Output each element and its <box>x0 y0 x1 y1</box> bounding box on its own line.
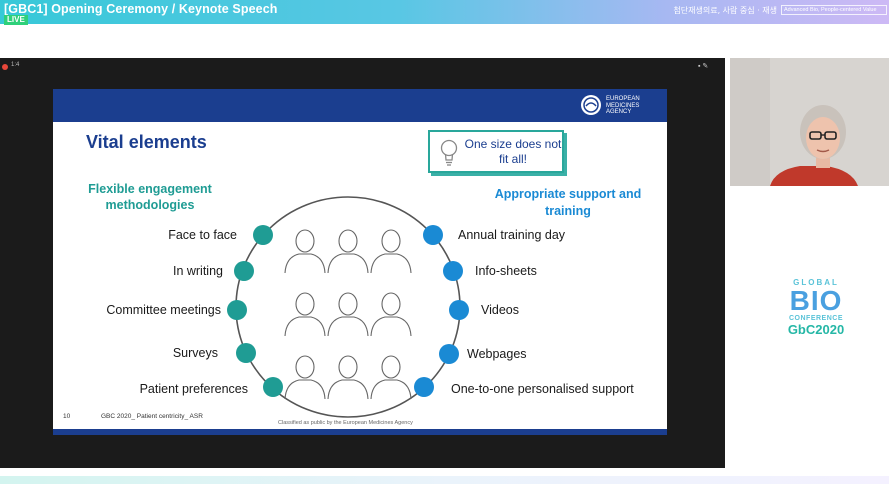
engagement-item-face-to-face: Face to face <box>168 228 237 242</box>
person-icon <box>284 292 326 337</box>
support-node <box>414 377 434 397</box>
logo-bio-text: BIO <box>789 285 843 316</box>
slide-page-number: 10 <box>63 413 71 420</box>
engagement-item-committee-meetings: Committee meetings <box>106 303 221 317</box>
person-icon <box>370 229 412 274</box>
support-node <box>439 344 459 364</box>
lightbulb-icon <box>440 139 458 166</box>
support-item-webpages: Webpages <box>467 347 527 361</box>
person-icon <box>327 355 369 400</box>
ema-logo-icon <box>581 95 601 115</box>
logo-conference-text: CONFERENCE <box>788 315 843 322</box>
support-node <box>423 225 443 245</box>
slide-footer-text: GBC 2020_ Patient centricity_ ASR <box>101 413 203 420</box>
top-banner: [GBC1] Opening Ceremony / Keynote Speech… <box>0 0 889 25</box>
bottom-decor-strip <box>0 476 889 484</box>
slide-title: Vital elements <box>86 132 207 152</box>
person-icon <box>284 229 326 274</box>
session-title: [GBC1] Opening Ceremony / Keynote Speech <box>4 2 278 16</box>
engagement-node <box>227 300 247 320</box>
engagement-item-in-writing: In writing <box>172 264 223 278</box>
people-circle-diagram <box>235 196 461 418</box>
person-icon <box>370 355 412 400</box>
support-node <box>449 300 469 320</box>
callout-box: One size does not fit all! <box>428 130 564 173</box>
sponsor-slogan: 첨단재생의료, 사람 중심 · 재생 <box>673 6 777 15</box>
support-item-annual-training-day: Annual training day <box>458 228 566 242</box>
logo-global-text: GLOBAL <box>793 278 839 287</box>
live-badge: LIVE <box>4 15 28 25</box>
conference-logo: GLOBAL BIO CONFERENCE GbC2020 <box>775 278 857 356</box>
presentation-slide: EUROPEAN MEDICINES AGENCY Vital elements… <box>53 89 667 435</box>
person-icon <box>370 292 412 337</box>
right-heading: Appropriate support and training <box>494 187 642 218</box>
speaker-avatar <box>730 58 889 186</box>
callout-text: One size does not fit all! <box>464 137 562 166</box>
support-item-info-sheets: Info-sheets <box>475 264 537 278</box>
engagement-node <box>263 377 283 397</box>
support-item-one-to-one: One-to-one personalised support <box>451 382 634 396</box>
classification-note: Classified as public by the European Med… <box>278 420 413 426</box>
person-icon <box>327 292 369 337</box>
person-icon <box>327 229 369 274</box>
agency-name: EUROPEAN MEDICINES AGENCY <box>606 96 640 115</box>
left-heading: Flexible engagement methodologies <box>88 182 212 212</box>
engagement-node <box>236 343 256 363</box>
engagement-item-surveys: Surveys <box>172 346 218 360</box>
video-timer: 1:4 <box>11 62 20 68</box>
speaker-webcam <box>730 58 889 186</box>
support-node <box>443 261 463 281</box>
person-icon <box>284 355 326 400</box>
engagement-item-patient-preferences: Patient preferences <box>139 382 248 396</box>
slide-footer-bar <box>53 429 667 435</box>
video-controls-icon[interactable]: ▪ ✎ <box>698 63 709 70</box>
record-indicator-icon <box>2 64 8 70</box>
engagement-node <box>234 261 254 281</box>
engagement-node <box>253 225 273 245</box>
support-item-videos: Videos <box>481 303 519 317</box>
logo-gbc-text: GbC2020 <box>787 322 845 337</box>
slide-header-bar: EUROPEAN MEDICINES AGENCY <box>53 89 667 122</box>
sponsor-tagline: Advanced Bio, People-centered Value <box>781 5 887 15</box>
